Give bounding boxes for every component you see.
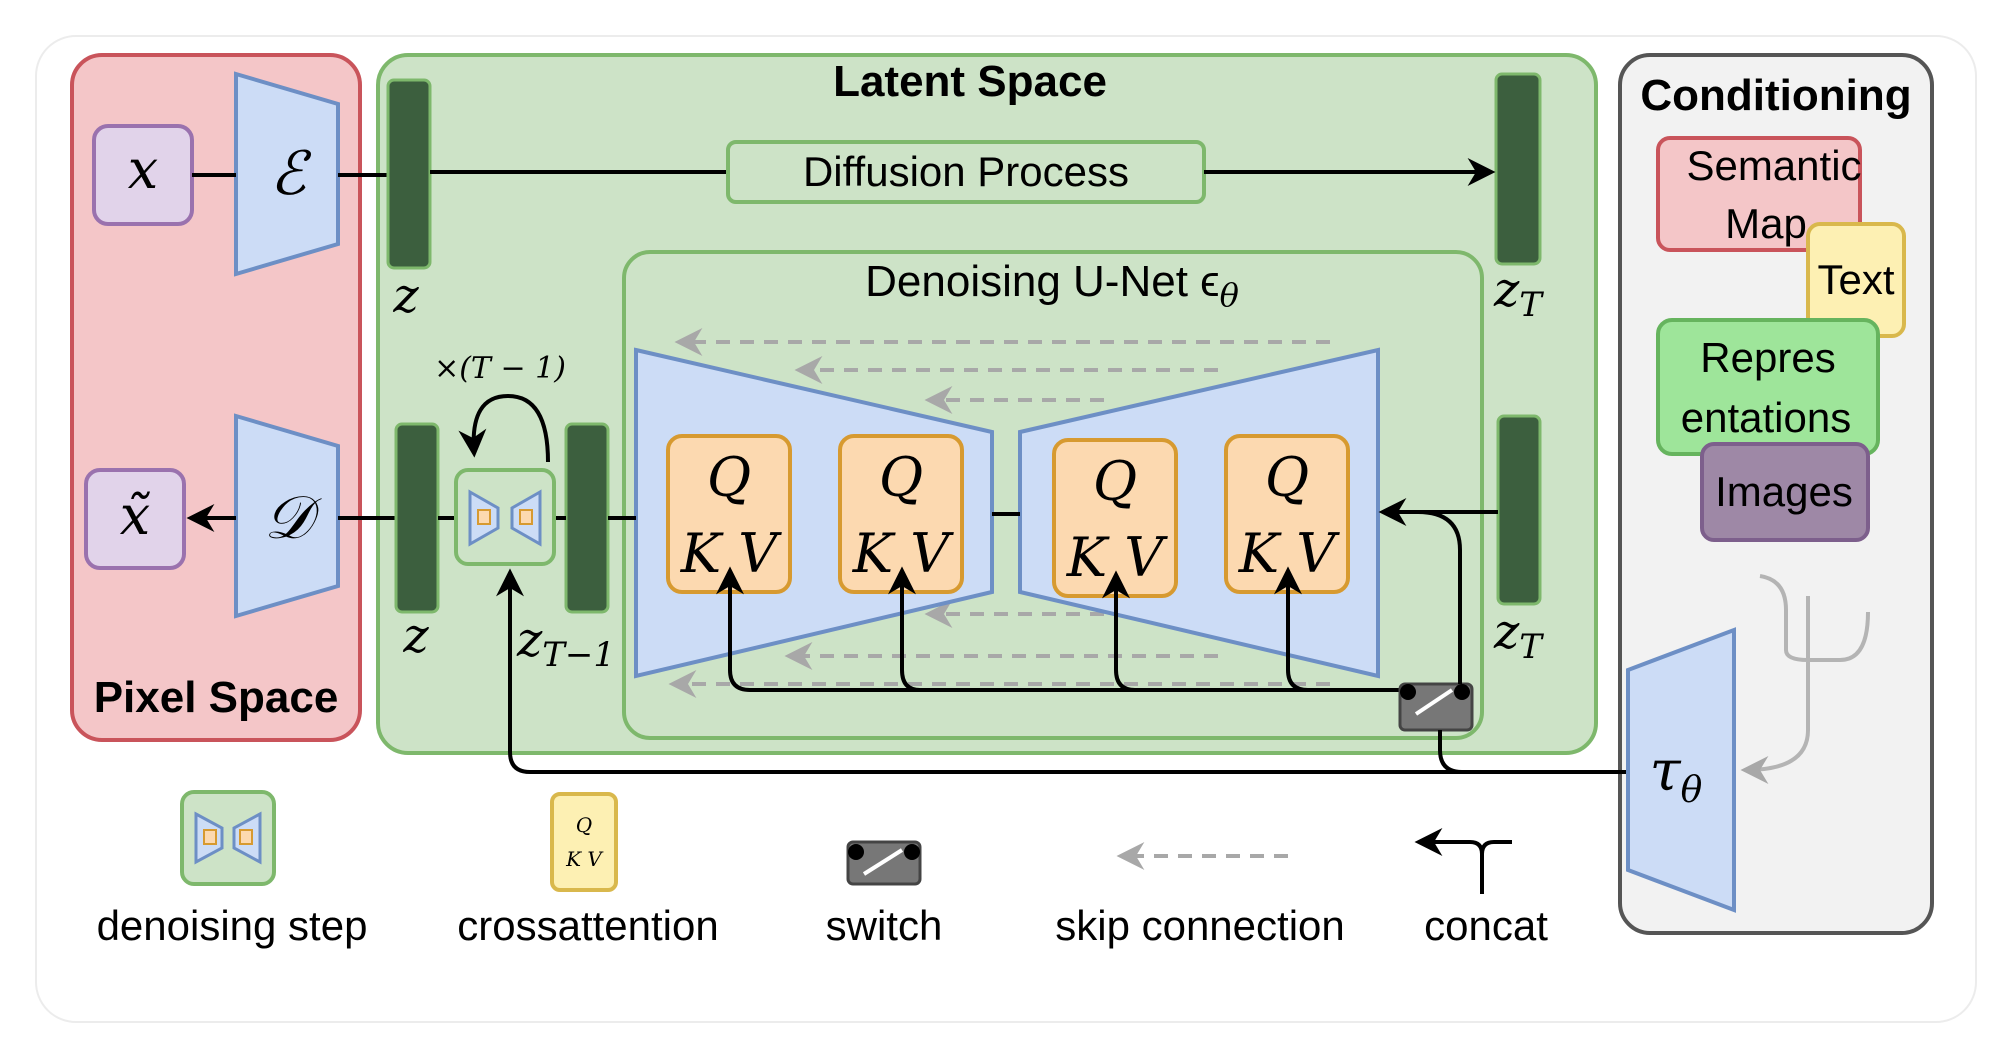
output-image-box: [84, 468, 186, 570]
crossattention-block-2: Q K V: [838, 434, 964, 594]
qkv-q-label: Q: [707, 446, 751, 509]
semantic-map-line2: Map: [1725, 200, 1807, 247]
legend: denoising step Q K V crossattention swit…: [97, 790, 1548, 949]
latent-space-label: Latent Space: [833, 57, 1107, 106]
switch-icon: [1398, 682, 1474, 732]
crossattention-block-1: Q K V: [666, 434, 792, 594]
qkv-q-label: Q: [1265, 446, 1309, 509]
qkv-q-label: Q: [879, 446, 923, 509]
qkv-q-label: Q: [1093, 450, 1137, 513]
denoising-step-icon: [454, 468, 556, 566]
crossattention-block-4: Q K V: [1224, 434, 1350, 594]
latent-zT-top-label: zT: [1493, 262, 1544, 325]
svg-text:Q: Q: [576, 813, 592, 837]
conditioning-label: Conditioning: [1640, 71, 1911, 120]
images-card: Images: [1700, 442, 1870, 542]
latent-z-top-bar: [386, 78, 432, 270]
tau-encoder-block: [1626, 627, 1736, 913]
legend-denoising-step-icon: [180, 790, 276, 886]
encoder-block: [234, 71, 340, 277]
concat-arrow-into-unet: [1378, 498, 1498, 684]
legend-crossattention-label: crossattention: [457, 902, 718, 949]
latent-z-bottom-label: z: [402, 608, 429, 664]
kv-conditioning-arrows: [716, 566, 1420, 692]
legend-concat-icon: [1420, 842, 1512, 894]
decoder-block: [234, 413, 340, 619]
tau-output-lines: [496, 568, 1628, 774]
tau-encoder-label: τθ: [1650, 739, 1703, 811]
latent-zT1-bar: [564, 422, 610, 614]
latent-zT-top-bar: [1494, 72, 1542, 266]
encoder-label: ℰ: [270, 139, 312, 209]
unet-title: Denoising U-Net ϵθ: [865, 257, 1239, 314]
crossattention-block-3: Q K V: [1052, 438, 1178, 598]
diffusion-process-label: Diffusion Process: [803, 148, 1129, 195]
legend-concat-label: concat: [1424, 902, 1548, 949]
text-card-label: Text: [1817, 256, 1894, 303]
semantic-map-line1: Semantic: [1686, 142, 1861, 189]
conditioning-merge-lines: [1740, 574, 1870, 784]
latent-zT-bottom-bar: [1496, 414, 1542, 606]
legend-switch-icon: [846, 840, 922, 886]
semantic-map-card: Semantic Map: [1656, 136, 1862, 252]
legend-skip-connection-label: skip connection: [1055, 902, 1345, 949]
latent-zT1-label: zT−1: [516, 612, 615, 675]
loop-label: ×(T − 1): [434, 351, 566, 386]
text-card: Text: [1806, 222, 1906, 338]
representations-line1: Repres: [1700, 334, 1835, 381]
pixel-space-label: Pixel Space: [94, 673, 339, 722]
loop-arrow: [458, 393, 550, 463]
svg-text:K V: K V: [565, 847, 604, 871]
skip-connections-bottom: [668, 600, 1330, 698]
skip-connections-top: [674, 328, 1330, 414]
legend-crossattention-icon: Q K V: [550, 792, 618, 892]
latent-z-bottom-bar: [394, 422, 440, 614]
legend-switch-label: switch: [826, 902, 943, 949]
input-image-label: x: [128, 138, 158, 201]
representations-card: Repres entations: [1656, 318, 1880, 456]
latent-zT-bottom-label: zT: [1493, 604, 1544, 667]
images-card-label: Images: [1715, 468, 1853, 515]
output-image-label: x̃: [120, 484, 151, 547]
legend-denoising-step-label: denoising step: [97, 902, 368, 949]
latent-z-top-label: z: [392, 268, 419, 324]
representations-line2: entations: [1681, 394, 1851, 441]
